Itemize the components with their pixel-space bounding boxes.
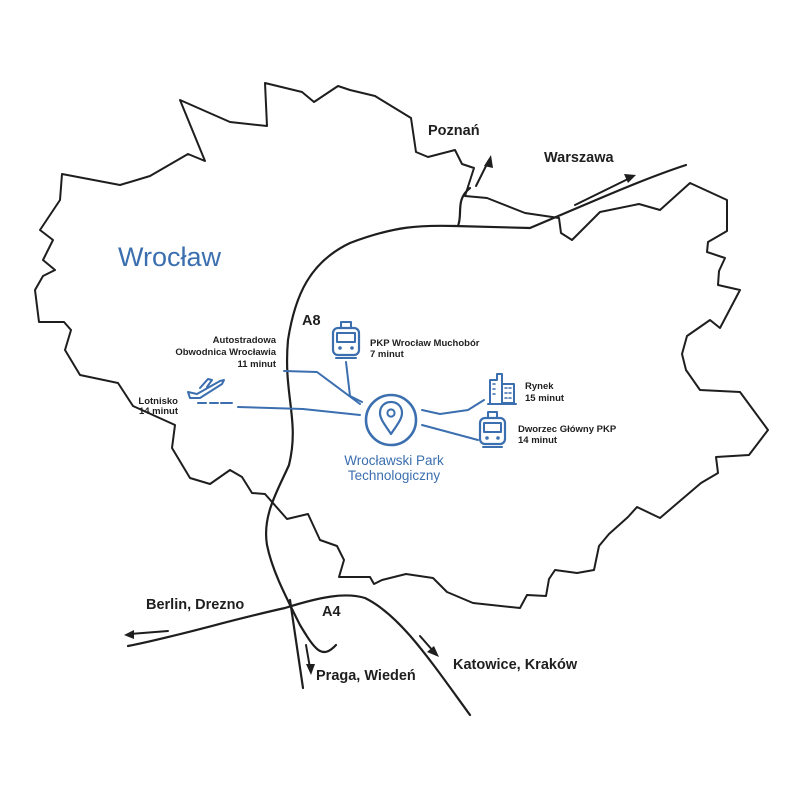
poi-name-airport: Lotnisko (138, 396, 178, 407)
train-icon (478, 411, 507, 448)
destination-poznan: Poznań (428, 123, 480, 139)
road-a4 (126, 594, 472, 717)
poi-time-ring-road: 11 minut (237, 359, 276, 370)
train-icon (331, 321, 361, 359)
poi-time-rynek: 15 minut (525, 393, 565, 404)
arrow-warszawa-head (624, 174, 636, 183)
city-name: Wrocław (118, 242, 222, 272)
road-praga (288, 598, 305, 690)
map-pin-icon (378, 400, 404, 436)
park-name-line1: Wrocławski Park (344, 453, 444, 468)
destination-berlin: Berlin, Drezno (146, 597, 244, 613)
city-boundary (34, 82, 769, 609)
arrow-katowice-head (427, 646, 439, 657)
road-warszawa (453, 163, 688, 230)
poi-time-main-station: 14 minut (518, 435, 558, 446)
poi-time-airport: 14 minut (139, 406, 179, 417)
road-label-a8: A8 (302, 313, 321, 329)
poi-name-ring-road-2: Obwodnica Wrocławia (175, 347, 276, 358)
park-name-line2: Technologiczny (348, 468, 441, 483)
poi-time-pkp-muchobor: 7 minut (370, 349, 405, 360)
poi-name-ring-road-1: Autostradowa (213, 335, 277, 346)
poi-name-rynek: Rynek (525, 381, 554, 392)
arrow-berlin-head (124, 630, 134, 639)
destination-warszawa: Warszawa (544, 150, 615, 166)
arrow-poznan-head (484, 155, 493, 168)
arrow-berlin (129, 630, 169, 635)
destination-katowice: Katowice, Kraków (453, 657, 578, 673)
road-a8 (265, 224, 457, 653)
road-poznan (456, 186, 472, 228)
buildings-icon (487, 373, 517, 405)
arrow-warszawa (574, 177, 631, 206)
poi-name-main-station: Dworzec Główny PKP (518, 424, 617, 435)
poi-connectors (237, 361, 485, 441)
airplane-icon (187, 378, 233, 404)
destination-praga: Praga, Wiedeń (316, 668, 416, 684)
arrow-praga-head (306, 664, 315, 675)
road-label-a4: A4 (322, 604, 341, 620)
park-marker[interactable] (364, 393, 418, 447)
poi-name-pkp-muchobor: PKP Wrocław Muchobór (370, 338, 480, 349)
